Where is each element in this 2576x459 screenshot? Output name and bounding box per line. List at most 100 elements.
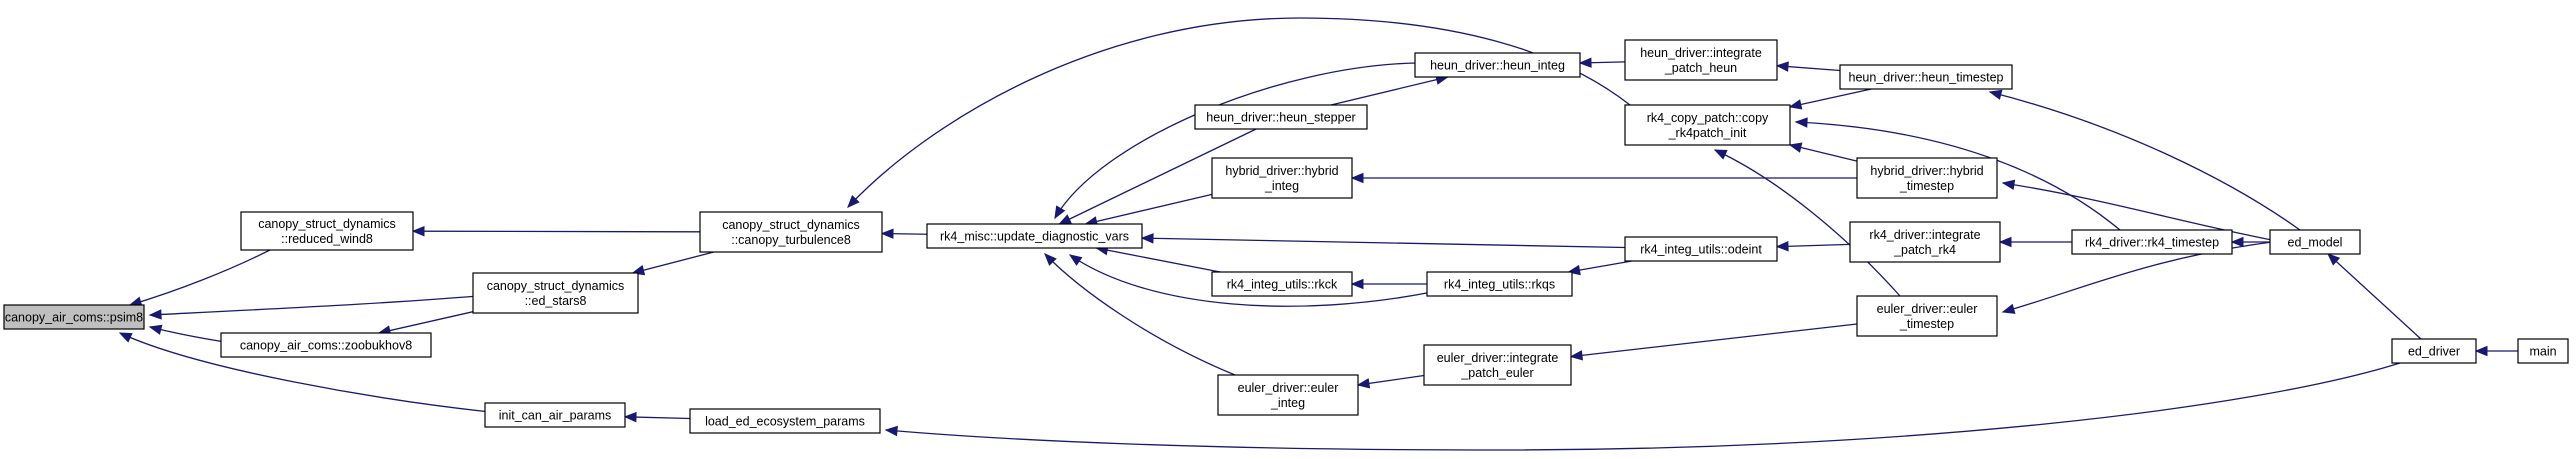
edge-euler_timestep-to-copy_rk4patch_init [1713,149,1901,297]
node-copy_rk4patch_init[interactable]: rk4_copy_patch::copy_rk4patch_init [1624,104,1791,146]
arrow-head-icon [411,225,425,237]
node-integrate_patch_euler[interactable]: euler_driver::integrate_patch_euler [1423,344,1572,386]
node-euler_timestep[interactable]: euler_driver::euler_timestep [1856,295,1998,337]
node-ed_driver[interactable]: ed_driver [2391,338,2477,364]
arrow-head-icon [1044,253,1057,266]
node-box[interactable] [2269,229,2361,255]
node-psim8[interactable]: canopy_air_coms::psim8 [3,304,145,330]
edge-heun_stepper-to-heun_integ [1330,74,1449,106]
node-box[interactable] [3,304,145,330]
edge-ed_stars8-to-zoobukhov8 [377,311,474,336]
node-box[interactable] [1849,221,2001,263]
edge-line [1044,253,1236,376]
node-rkqs[interactable]: rk4_integ_utils::rkqs [1426,271,1573,297]
node-box[interactable] [1423,344,1572,386]
node-label: _timestep [1899,179,1954,193]
node-heun_integ[interactable]: heun_driver::heun_integ [1414,52,1581,78]
node-box[interactable] [689,408,881,434]
edge-zoobukhov8-to-psim8 [148,324,226,343]
edge-rkqs-to-rkck [1350,278,1427,290]
arrow-head-icon [2230,236,2244,248]
node-zoobukhov8[interactable]: canopy_air_coms::zoobukhov8 [220,332,432,358]
node-rk4_timestep[interactable]: rk4_driver::rk4_timestep [2071,229,2233,255]
node-box[interactable] [1211,271,1353,297]
node-label: hybrid_driver::hybrid [1225,164,1338,178]
node-load_ed_ecosystem_params[interactable]: load_ed_ecosystem_params [689,408,881,434]
node-box[interactable] [1624,236,1778,262]
node-integrate_patch_heun[interactable]: heun_driver::integrate_patch_heun [1624,39,1778,81]
node-euler_integ[interactable]: euler_driver::euler_integ [1217,374,1359,416]
node-heun_timestep[interactable]: heun_driver::heun_timestep [1839,64,2013,90]
node-box[interactable] [484,402,626,428]
node-box[interactable] [1856,295,1998,337]
node-box[interactable] [1414,52,1581,78]
node-box[interactable] [2391,338,2477,364]
edge-integrate_patch_heun-to-heun_integ [1578,57,1626,68]
node-box[interactable] [926,223,1143,249]
node-reduced_wind8[interactable]: canopy_struct_dynamics::reduced_wind8 [240,211,414,251]
node-box[interactable] [1856,157,1998,199]
edge-hybrid_timestep-to-hybrid_integ [1350,172,1857,184]
node-heun_stepper[interactable]: heun_driver::heun_stepper [1194,104,1368,130]
node-label: rk4_driver::rk4_timestep [2085,236,2219,250]
node-canopy_turbulence8[interactable]: canopy_struct_dynamics::canopy_turbulenc… [699,211,883,253]
arrow-head-icon [1058,214,1072,225]
node-box[interactable] [2517,338,2569,364]
node-ed_stars8[interactable]: canopy_struct_dynamics::ed_stars8 [472,272,639,314]
node-label: _integ [1270,396,1305,410]
edge-line [1776,243,1851,248]
node-box[interactable] [699,211,883,253]
node-label: hybrid_driver::hybrid [1870,164,1983,178]
node-hybrid_integ[interactable]: hybrid_driver::hybrid_integ [1211,157,1353,199]
edge-line [1989,91,2301,231]
node-box[interactable] [1624,104,1791,146]
node-label: euler_driver::integrate [1437,351,1559,365]
node-init_can_air_params[interactable]: init_can_air_params [484,402,626,428]
node-rkck[interactable]: rk4_integ_utils::rkck [1211,271,1353,297]
node-box[interactable] [1839,64,2013,90]
edge-ed_stars8-to-psim8 [148,295,479,320]
edge-ed_driver-to-ed_model [2327,253,2422,340]
node-label: rk4_integ_utils::rkck [1227,278,1338,292]
node-box[interactable] [1217,374,1359,416]
arrow-head-icon [1988,89,2003,100]
node-odeint[interactable]: rk4_integ_utils::odeint [1624,236,1778,262]
node-hybrid_timestep[interactable]: hybrid_driver::hybrid_timestep [1856,157,1998,199]
node-ed_model[interactable]: ed_model [2269,229,2361,255]
edge-hybrid_timestep-to-copy_rk4patch_init [1788,142,1858,162]
arrow-head-icon [1578,57,1592,68]
edge-canopy_turbulence8-to-ed_stars8 [631,251,714,276]
node-box[interactable] [1624,39,1778,81]
node-integrate_patch_rk4[interactable]: rk4_driver::integrate_patch_rk4 [1849,221,2001,263]
node-label: canopy_struct_dynamics [258,217,396,231]
node-label: euler_driver::euler [1238,381,1339,395]
node-box[interactable] [220,332,432,358]
node-label: rk4_misc::update_diagnostic_vars [940,230,1129,244]
node-label: heun_driver::heun_timestep [1849,71,2004,85]
node-label: _integ [1264,179,1299,193]
edge-odeint-to-update_diagnostic_vars [1140,233,1626,249]
node-box[interactable] [1211,157,1353,199]
node-label: _patch_euler [1460,366,1533,380]
edge-euler_integ-to-update_diagnostic_vars [1044,253,1236,376]
edge-line [1330,76,1448,106]
node-label: heun_driver::integrate [1640,46,1762,60]
arrow-head-icon [1998,236,2012,248]
edge-ed_model-to-heun_timestep [1988,89,2301,231]
node-main[interactable]: main [2517,338,2569,364]
edge-load_ed_ecosystem_params-to-init_can_air_params [623,411,691,423]
node-box[interactable] [1426,271,1573,297]
node-box[interactable] [1194,104,1368,130]
node-label: heun_driver::heun_integ [1430,59,1565,73]
node-label: rk4_copy_patch::copy [1647,111,1769,125]
edge-line [119,332,491,413]
edge-line [1069,254,1433,307]
edge-update_diagnostic_vars-to-canopy_turbulence8 [880,228,928,239]
node-label: _patch_heun [1664,61,1737,75]
node-box[interactable] [2071,229,2233,255]
edge-line [1570,323,1858,358]
node-box[interactable] [240,211,414,251]
node-box[interactable] [472,272,639,314]
node-update_diagnostic_vars[interactable]: rk4_misc::update_diagnostic_vars [926,223,1143,249]
